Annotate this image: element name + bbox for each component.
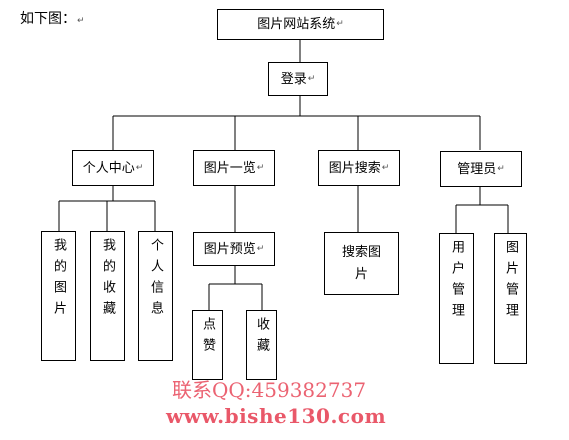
node-user-management-label: 用户管理 bbox=[449, 240, 464, 324]
intro-caption-text: 如下图： bbox=[20, 11, 76, 27]
node-personal-center-label: 个人中心 bbox=[82, 160, 135, 176]
paragraph-mark: ↵ bbox=[77, 16, 85, 26]
node-like: 点赞 bbox=[192, 310, 223, 380]
node-personal-center: 个人中心↵ bbox=[72, 150, 154, 186]
watermark-contact: 联系QQ:459382737 bbox=[172, 378, 367, 402]
paragraph-mark: ↵ bbox=[497, 163, 505, 174]
node-login: 登录↵ bbox=[268, 62, 328, 96]
node-picture-management-label: 图片管理 bbox=[503, 240, 518, 324]
node-picture-search: 图片搜索↵ bbox=[318, 150, 400, 186]
node-favorite-label: 收藏 bbox=[254, 317, 269, 359]
intro-caption: 如下图：↵ bbox=[20, 10, 85, 30]
paragraph-mark: ↵ bbox=[336, 19, 344, 29]
node-admin: 管理员↵ bbox=[440, 151, 522, 187]
paragraph-mark: ↵ bbox=[256, 162, 265, 173]
watermark-site: www.bishe130.com bbox=[166, 404, 387, 428]
node-my-favorites: 我的收藏 bbox=[90, 231, 125, 361]
node-picture-management: 图片管理 bbox=[494, 233, 527, 364]
node-picture-list: 图片一览↵ bbox=[193, 150, 275, 186]
node-root: 图片网站系统↵ bbox=[217, 9, 384, 40]
node-picture-preview: 图片预览↵ bbox=[193, 232, 275, 266]
node-admin-label: 管理员 bbox=[457, 161, 497, 177]
node-search-picture: 搜索图片 bbox=[324, 232, 399, 295]
node-picture-search-label: 图片搜索 bbox=[328, 160, 381, 176]
node-like-label: 点赞 bbox=[200, 317, 215, 359]
node-my-pictures-label: 我的图片 bbox=[51, 238, 66, 322]
node-favorite: 收藏 bbox=[246, 310, 277, 380]
node-my-pictures: 我的图片 bbox=[41, 231, 76, 361]
paragraph-mark: ↵ bbox=[256, 243, 265, 254]
node-search-picture-label: 搜索图片 bbox=[341, 244, 381, 282]
node-login-label: 登录 bbox=[280, 71, 307, 87]
node-user-management: 用户管理 bbox=[439, 233, 474, 364]
node-personal-info-label: 个人信息 bbox=[148, 238, 163, 322]
node-my-favorites-label: 我的收藏 bbox=[100, 238, 115, 322]
paragraph-mark: ↵ bbox=[135, 162, 144, 173]
node-root-label: 图片网站系统 bbox=[257, 17, 336, 32]
node-picture-preview-label: 图片预览 bbox=[203, 241, 256, 257]
paragraph-mark: ↵ bbox=[307, 73, 316, 84]
node-personal-info: 个人信息 bbox=[138, 231, 173, 361]
paragraph-mark: ↵ bbox=[381, 162, 390, 173]
node-picture-list-label: 图片一览 bbox=[203, 160, 256, 176]
